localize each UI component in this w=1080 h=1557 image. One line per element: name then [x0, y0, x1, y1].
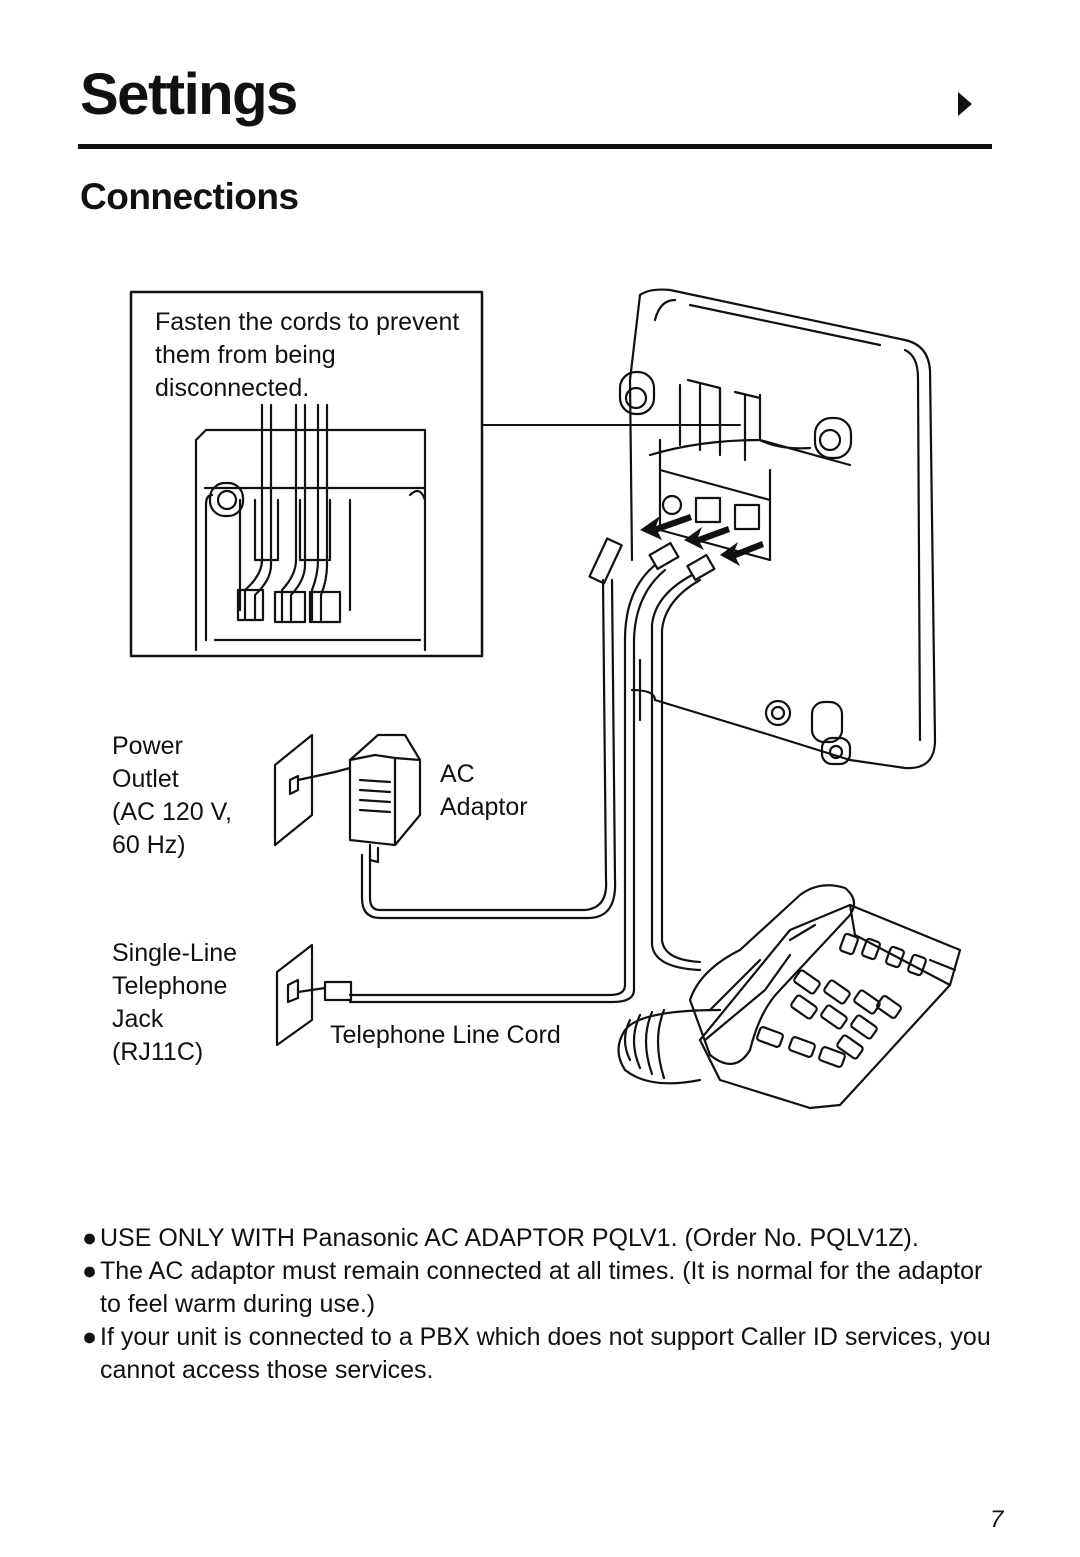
page-title: Settings: [80, 62, 298, 127]
power-outlet-plate: [273, 733, 337, 847]
note-item: ● The AC adaptor must remain connected a…: [82, 1255, 1002, 1321]
notes-list: ● USE ONLY WITH Panasonic AC ADAPTOR PQL…: [82, 1222, 1002, 1387]
callout-box: [129, 290, 484, 658]
power-outlet-label-line3: (AC 120 V,: [112, 798, 232, 826]
bullet-icon: ●: [82, 1257, 98, 1285]
note-item: ● If your unit is connected to a PBX whi…: [82, 1321, 1002, 1387]
note-text: The AC adaptor must remain connected at …: [100, 1257, 983, 1318]
power-outlet-label-line2: Outlet: [112, 765, 179, 793]
telephone-jack-label-line1: Single-Line: [112, 939, 238, 967]
inset-cord-hooks: [194, 403, 427, 652]
telephone-unit: [617, 884, 962, 1110]
note-text: USE ONLY WITH Panasonic AC ADAPTOR PQLV1…: [100, 1224, 919, 1252]
bullet-icon: ●: [82, 1224, 98, 1252]
ac-adaptor-label-line1: AC: [440, 760, 475, 788]
telephone-jack-label-line4: (RJ11C): [112, 1038, 204, 1066]
line-cord-label: Telephone Line Cord: [330, 1021, 561, 1049]
telephone-jack-plate: [275, 943, 353, 1047]
note-text: If your unit is connected to a PBX which…: [100, 1323, 991, 1384]
note-item: ● USE ONLY WITH Panasonic AC ADAPTOR PQL…: [82, 1222, 1002, 1255]
section-heading: Connections: [80, 176, 299, 217]
power-outlet-label-line1: Power: [112, 732, 183, 760]
phone-base-rear: [618, 288, 937, 770]
ac-adaptor-label-line2: Adaptor: [440, 793, 528, 821]
power-outlet-label-line4: 60 Hz): [112, 831, 186, 859]
telephone-jack-label-line2: Telephone: [112, 972, 228, 1000]
continue-arrow-icon: [958, 92, 972, 116]
callout-text: Fasten the cords to prevent them from be…: [155, 308, 460, 402]
page-number: 7: [990, 1506, 1004, 1533]
ac-adaptor: [333, 733, 422, 864]
cords: [348, 537, 716, 1004]
bullet-icon: ●: [82, 1323, 98, 1351]
insertion-arrows: [640, 514, 764, 566]
telephone-jack-label-line3: Jack: [112, 1005, 164, 1033]
connection-diagram: [129, 288, 962, 1110]
title-divider: [78, 144, 992, 149]
